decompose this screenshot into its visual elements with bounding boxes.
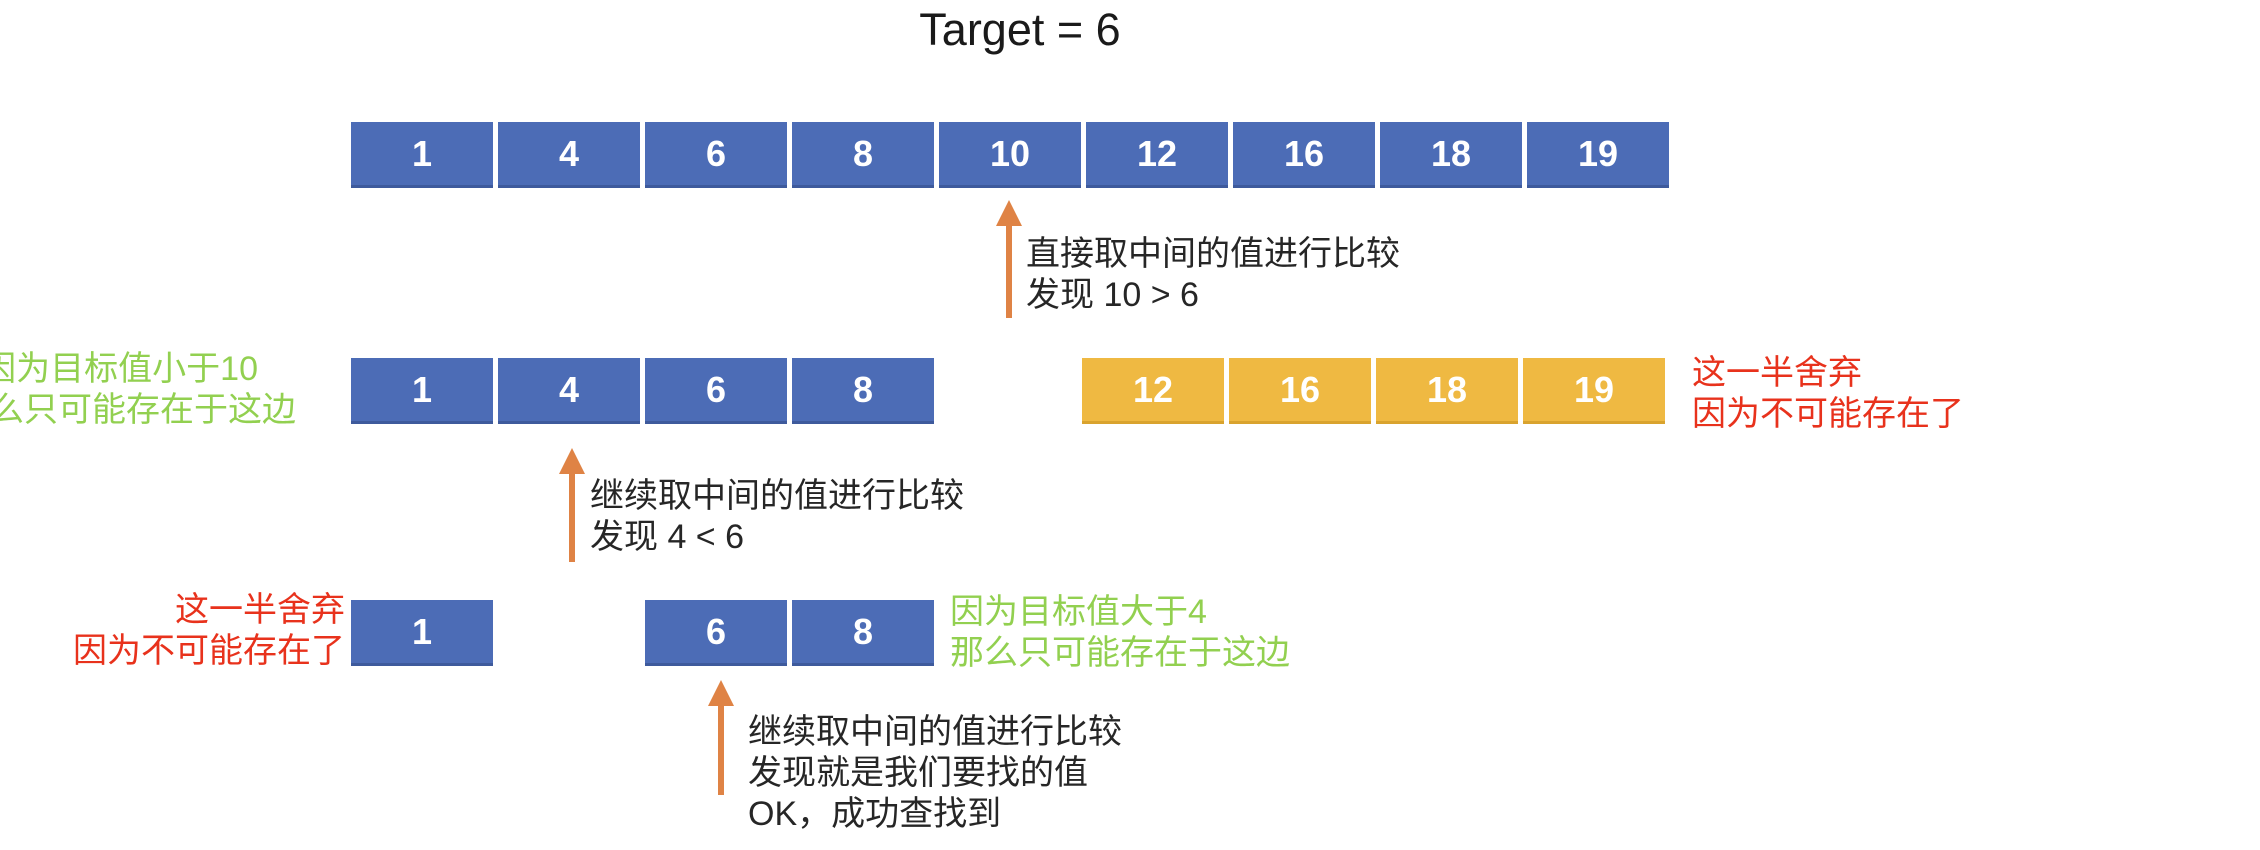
note-line: 继续取中间的值进行比较 [748,713,1122,751]
note-line: 发现就是我们要找的值 [748,754,1088,792]
arrow-shaft [569,474,575,562]
note-line: 直接取中间的值进行比较 [1026,235,1400,273]
arrow-shaft [718,706,724,795]
array-cell: 1 [351,358,493,424]
array-cell: 4 [498,122,640,188]
step2-discarded-array-row: 12 16 18 19 [1082,358,1665,424]
up-arrow-step3 [708,680,734,795]
step3-discarded-array-row: 1 [351,600,493,666]
array-cell: 8 [792,122,934,188]
array-cell: 19 [1527,122,1669,188]
step3-compare-note: 继续取中间的值进行比较 发现就是我们要找的值 OK，成功查找到 [748,712,1122,835]
note-line: 因为不可能存在了 [1692,395,1964,433]
array-cell: 1 [351,600,493,666]
arrow-head-icon [708,680,734,706]
note-line: 这一半舍弃 [175,591,345,629]
arrow-head-icon [559,448,585,474]
note-line: 这一半舍弃 [1692,354,1862,392]
step1-compare-note: 直接取中间的值进行比较 发现 10 > 6 [1026,234,1400,316]
array-cell: 18 [1376,358,1518,424]
array-cell: 8 [792,600,934,666]
array-cell: 6 [645,358,787,424]
array-cell: 19 [1523,358,1665,424]
step3-kept-array-row: 6 8 [645,600,934,666]
note-line: OK，成功查找到 [748,795,1002,833]
step2-discard-note: 这一半舍弃 因为不可能存在了 [1692,353,1964,435]
step2-kept-array-row: 1 4 6 8 [351,358,934,424]
note-line: 发现 10 > 6 [1026,276,1199,314]
array-cell: 16 [1229,358,1371,424]
step2-keep-note: 因为目标值小于10 那么只可能存在于这边 [0,349,296,431]
note-line: 因为目标值大于4 [950,593,1207,631]
note-line: 因为目标值小于10 [0,350,258,388]
note-line: 那么只可能存在于这边 [950,634,1290,672]
step3-discard-note: 这一半舍弃 因为不可能存在了 [45,590,345,672]
note-line: 继续取中间的值进行比较 [590,477,964,515]
array-cell: 6 [645,122,787,188]
note-line: 发现 4 < 6 [590,518,745,556]
up-arrow-step2 [559,448,585,562]
array-cell: 8 [792,358,934,424]
note-line: 因为不可能存在了 [73,632,345,670]
full-array-row: 1 4 6 8 10 12 16 18 19 [351,122,1669,188]
up-arrow-step1 [996,200,1022,318]
diagram-title: Target = 6 [919,4,1121,55]
array-cell: 12 [1082,358,1224,424]
array-cell-middle: 6 [645,600,787,666]
step2-compare-note: 继续取中间的值进行比较 发现 4 < 6 [590,476,964,558]
array-cell-middle: 4 [498,358,640,424]
note-line: 那么只可能存在于这边 [0,391,296,429]
array-cell: 1 [351,122,493,188]
array-cell: 16 [1233,122,1375,188]
array-cell: 12 [1086,122,1228,188]
array-cell: 18 [1380,122,1522,188]
array-cell-middle: 10 [939,122,1081,188]
step3-keep-note: 因为目标值大于4 那么只可能存在于这边 [950,592,1290,674]
arrow-shaft [1006,226,1012,318]
arrow-head-icon [996,200,1022,226]
